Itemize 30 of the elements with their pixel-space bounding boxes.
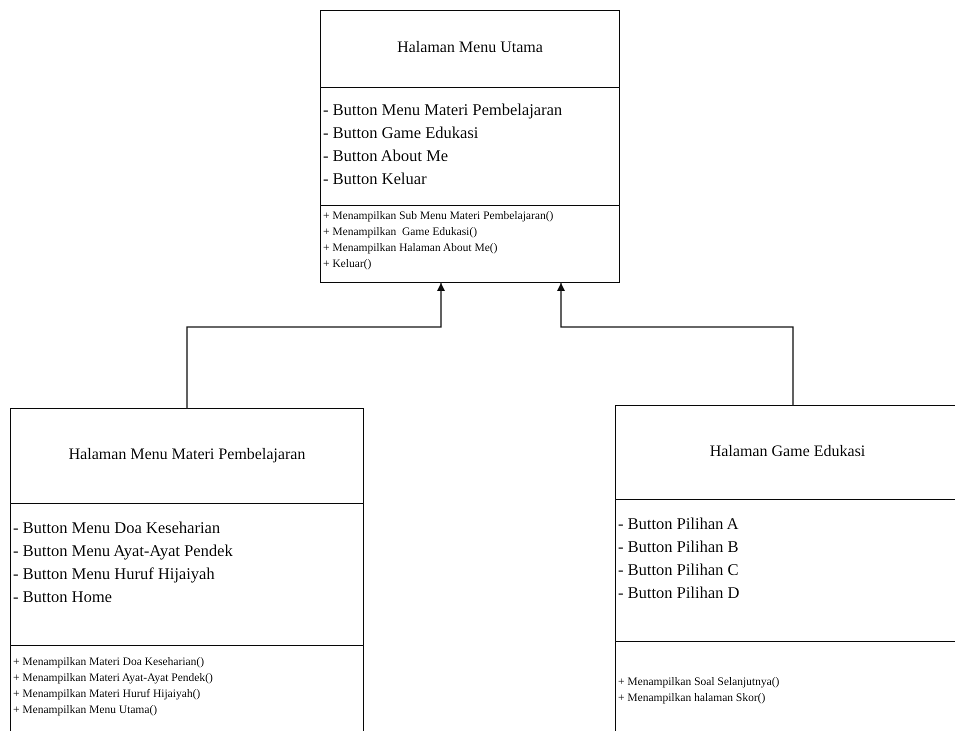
method-text: + Menampilkan Game Edukasi() bbox=[323, 225, 478, 240]
attribute-text: - Button Pilihan D bbox=[618, 582, 740, 604]
attribute-text: - Button Pilihan C bbox=[618, 559, 739, 581]
method-text: + Menampilkan Halaman About Me() bbox=[323, 241, 498, 256]
method-text: + Menampilkan Menu Utama() bbox=[13, 703, 158, 718]
attribute-text: - Button Pilihan B bbox=[618, 536, 739, 558]
attribute-text: - Button About Me bbox=[323, 145, 448, 167]
class-box bbox=[10, 408, 364, 731]
attribute-text: - Button Home bbox=[13, 586, 112, 608]
method-text: + Menampilkan Soal Selanjutnya() bbox=[618, 675, 780, 690]
attribute-text: - Button Menu Doa Keseharian bbox=[13, 517, 220, 539]
attribute-text: - Button Menu Materi Pembelajaran bbox=[323, 99, 562, 121]
attribute-text: - Button Menu Huruf Hijaiyah bbox=[13, 563, 215, 585]
method-text: + Menampilkan Materi Doa Keseharian() bbox=[13, 655, 204, 670]
attribute-text: - Button Game Edukasi bbox=[323, 122, 478, 144]
method-text: + Keluar() bbox=[323, 257, 372, 272]
arrow bbox=[557, 283, 794, 405]
method-text: + Menampilkan Materi Huruf Hijaiyah() bbox=[13, 687, 200, 702]
method-text: + Menampilkan Sub Menu Materi Pembelajaran() bbox=[323, 209, 554, 224]
attribute-text: - Button Pilihan A bbox=[618, 513, 739, 535]
method-text: + Menampilkan halaman Skor() bbox=[618, 691, 766, 706]
class-name: Halaman Game Edukasi bbox=[708, 442, 866, 460]
arrow bbox=[186, 283, 445, 408]
class-name: Halaman Menu Materi Pembelajaran bbox=[68, 446, 306, 464]
class-box bbox=[615, 405, 955, 731]
attribute-text: - Button Menu Ayat-Ayat Pendek bbox=[13, 540, 233, 562]
class-box bbox=[320, 10, 620, 283]
method-text: + Menampilkan Materi Ayat-Ayat Pendek() bbox=[13, 671, 213, 686]
class-name: Halaman Menu Utama bbox=[396, 39, 544, 57]
attribute-text: - Button Keluar bbox=[323, 168, 427, 190]
